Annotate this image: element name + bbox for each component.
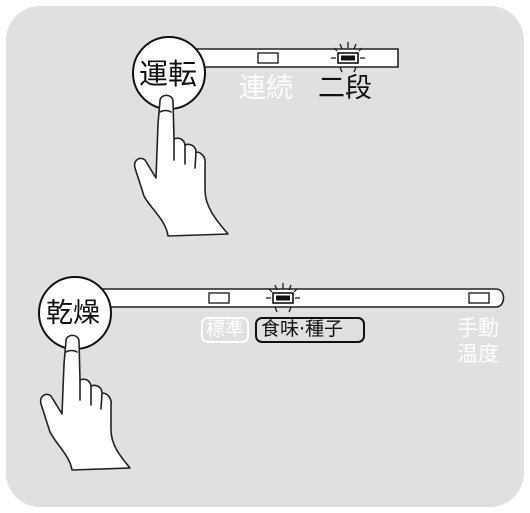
mode-manual-label-line2: 温度 [457, 342, 499, 366]
dry-button-label[interactable]: 乾燥 [46, 298, 100, 329]
indicator-standard-unlit [208, 292, 230, 304]
food-seed-label-frame [255, 317, 365, 343]
mode-two-stage-label: 二段 [318, 73, 372, 104]
indicator-food-seed-lit [266, 283, 300, 313]
top-hand-drawing [133, 94, 229, 237]
indicator-manual-unlit [468, 292, 490, 304]
mode-food-seed-label: 食味·種子 [261, 318, 344, 340]
standard-label-frame [201, 317, 249, 343]
mode-standard-label: 標準 [206, 318, 245, 340]
indicator-two-stage-lit [331, 42, 365, 73]
mode-manual-label-line1: 手動 [457, 316, 499, 340]
bottom-hand-drawing [39, 334, 131, 471]
mode-continuous-label: 連続 [239, 73, 293, 104]
run-button-label[interactable]: 運転 [139, 57, 198, 91]
indicator-continuous-unlit [257, 52, 279, 64]
